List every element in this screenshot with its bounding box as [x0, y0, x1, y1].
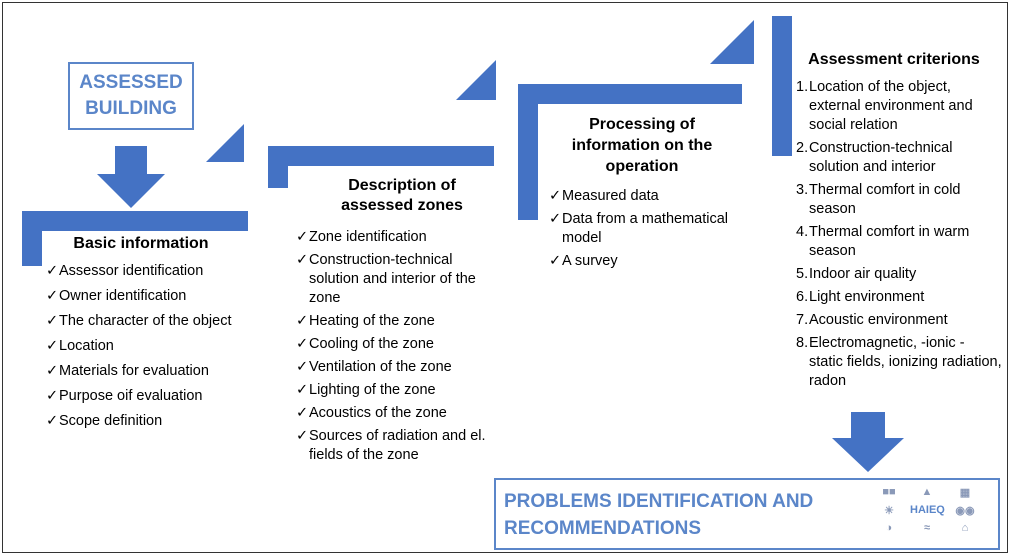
haieq-logo-text: HAIEQ — [910, 504, 945, 516]
eye-icon: ◉◉ — [955, 505, 975, 517]
list-item: ✓Location — [46, 338, 114, 354]
step4-vertical-bar — [772, 16, 792, 156]
list-item: 4.Thermal comfort in warm season — [796, 224, 970, 259]
step1-vertical-bar — [22, 211, 42, 266]
stage2-list: ✓Zone identification ✓Construction-techn… — [296, 228, 496, 465]
list-item: ✓Construction-technical solution and int… — [296, 252, 476, 306]
haieq-logo: ■■ ▲ ▦ ☀ HAIEQ ◉◉ ◑ ≈ ⌂ — [872, 486, 982, 538]
list-item: ✓Heating of the zone — [296, 313, 435, 329]
list-item: ✓Sources of radiation and el. fields of … — [296, 428, 486, 463]
problems-recommendations-box: PROBLEMS IDENTIFICATION AND RECOMMENDATI… — [494, 478, 1000, 550]
mountain-icon: ▲ — [921, 486, 933, 498]
step2-vertical-bar — [268, 146, 288, 188]
list-item: ✓Measured data — [549, 188, 659, 204]
list-item: 3.Thermal comfort in cold season — [796, 182, 961, 217]
problems-recommendations-text: PROBLEMS IDENTIFICATION AND RECOMMENDATI… — [504, 491, 814, 539]
step3-vertical-bar — [518, 84, 538, 220]
sun-icon: ☀ — [884, 505, 894, 517]
list-item: ✓Data from a mathematical model — [549, 211, 729, 246]
stage3-list: ✓Measured data ✓Data from a mathematical… — [549, 187, 739, 271]
list-item: 7.Acoustic environment — [796, 312, 948, 328]
down-arrow-icon — [832, 412, 904, 472]
list-item: ✓Purpose oif evaluation — [46, 388, 203, 404]
list-item: ✓The character of the object — [46, 313, 232, 329]
down-arrow-icon — [97, 146, 165, 208]
assessed-building-box: ASSESSED BUILDING — [68, 62, 194, 130]
wave-icon: ≈ — [923, 522, 931, 534]
stage4-title: Assessment criterions — [808, 51, 980, 68]
stage1-title: Basic information — [73, 235, 209, 252]
sound-icon: ◑ — [885, 522, 893, 534]
list-item: ✓Lighting of the zone — [296, 382, 436, 398]
building-icon: ■■ — [882, 486, 896, 498]
list-item: ✓Zone identification — [296, 229, 427, 245]
list-item: 8.Electromagnetic, -ionic - static field… — [796, 335, 1002, 389]
list-item: ✓Materials for evaluation — [46, 363, 209, 379]
list-item: ✓Assessor identification — [46, 263, 204, 279]
stage3-title: Processing of information on the operati… — [571, 116, 713, 175]
list-item: ✓Acoustics of the zone — [296, 405, 447, 421]
list-item: ✓Ventilation of the zone — [296, 359, 452, 375]
step2-horizontal-bar — [268, 146, 494, 166]
grid-icon: ▦ — [959, 487, 971, 499]
list-item: 1.Location of the object, external envir… — [796, 79, 973, 133]
stage4-list: 1.Location of the object, external envir… — [796, 78, 1002, 395]
step3-horizontal-bar — [518, 84, 742, 104]
list-item: ✓Cooling of the zone — [296, 336, 434, 352]
house-icon: ⌂ — [961, 522, 969, 534]
stage2-title: Description of assessed zones — [341, 177, 463, 214]
step2-corner-triangle — [456, 60, 496, 100]
list-item: ✓Scope definition — [46, 413, 163, 429]
stage1-list: ✓Assessor identification ✓Owner identifi… — [46, 262, 242, 431]
step3-corner-triangle — [710, 20, 754, 64]
list-item: 2.Construction-technical solution and in… — [796, 140, 953, 175]
list-item: 5.Indoor air quality — [796, 266, 917, 282]
list-item: 6.Light environment — [796, 289, 925, 305]
step1-corner-triangle — [206, 124, 244, 162]
list-item: ✓Owner identification — [46, 288, 187, 304]
step1-horizontal-bar — [22, 211, 248, 231]
list-item: ✓A survey — [549, 253, 618, 269]
